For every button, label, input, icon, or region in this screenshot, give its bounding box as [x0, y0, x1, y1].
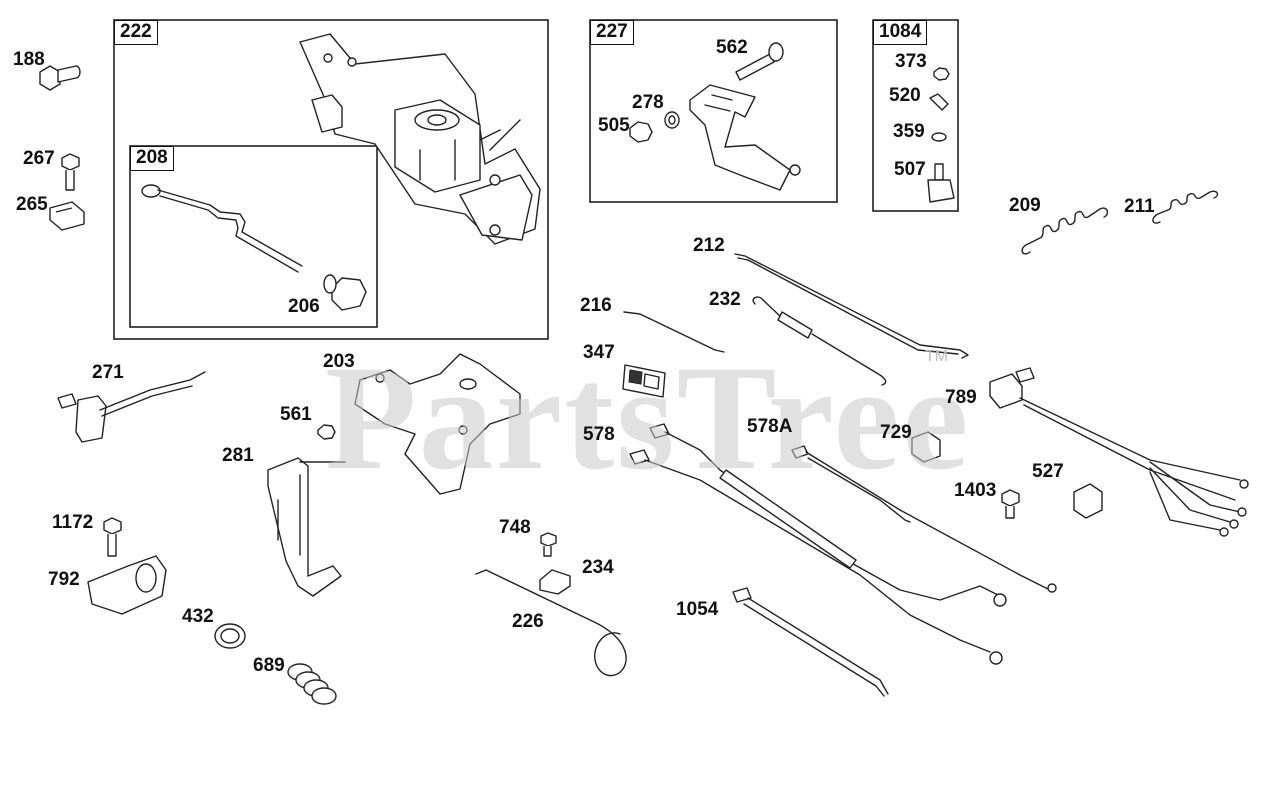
callout-729[interactable]: 729: [880, 422, 912, 443]
callout-188[interactable]: 188: [13, 49, 45, 70]
part-216-rod: [623, 311, 725, 353]
callout-203[interactable]: 203: [323, 351, 355, 372]
part-265-clip: [49, 201, 85, 231]
part-209-spring: [1021, 207, 1109, 255]
part-748-bolt: [540, 532, 557, 557]
callout-1172[interactable]: 1172: [52, 512, 94, 533]
part-226-rod: [475, 569, 627, 677]
part-562-pin: [735, 42, 784, 81]
callout-267[interactable]: 267: [23, 148, 55, 169]
callout-265[interactable]: 265: [16, 194, 48, 215]
part-432-ring: [214, 623, 246, 649]
callout-347[interactable]: 347: [583, 342, 615, 363]
part-188-bolt: [39, 65, 81, 91]
part-1403-bolt: [1001, 489, 1020, 519]
callout-689[interactable]: 689: [253, 655, 285, 676]
callout-281[interactable]: 281: [222, 445, 254, 466]
group-label-227[interactable]: 227: [590, 20, 634, 45]
part-1054-tie: [732, 587, 889, 697]
callout-271[interactable]: 271: [92, 362, 124, 383]
part-689-spring: [287, 663, 337, 705]
callout-373[interactable]: 373: [895, 51, 927, 72]
group-label-222[interactable]: 222: [114, 20, 158, 45]
part-1172-bolt: [103, 517, 122, 557]
part-278-washer-hole: [668, 115, 676, 125]
callout-1054[interactable]: 1054: [676, 599, 719, 620]
part-212-rod: [734, 253, 969, 359]
callout-359[interactable]: 359: [893, 121, 925, 142]
callout-226[interactable]: 226: [512, 611, 544, 632]
callout-562[interactable]: 562: [716, 37, 748, 58]
callout-234[interactable]: 234: [582, 557, 614, 578]
callout-206[interactable]: 206: [288, 296, 320, 317]
part-227-lever: [689, 84, 801, 191]
callout-505[interactable]: 505: [598, 115, 630, 136]
part-359-washer: [931, 132, 947, 142]
callout-211[interactable]: 211: [1124, 196, 1155, 217]
group-box-208: [129, 145, 378, 328]
callout-520[interactable]: 520: [889, 85, 921, 106]
callout-527[interactable]: 527: [1032, 461, 1064, 482]
callout-789[interactable]: 789: [945, 387, 977, 408]
part-211-spring: [1152, 190, 1219, 224]
part-505-nut: [629, 121, 653, 143]
callout-278[interactable]: 278: [632, 92, 664, 113]
part-578-harness: [629, 423, 1007, 665]
part-232-spring: [752, 296, 887, 386]
part-789-harness: [989, 367, 1249, 537]
part-792-bracket: [87, 555, 167, 615]
part-373-nut: [933, 67, 950, 81]
group-label-1084[interactable]: 1084: [873, 20, 928, 45]
callout-212[interactable]: 212: [693, 235, 725, 256]
part-206-knob: [323, 274, 367, 311]
part-527-clip: [1073, 483, 1103, 519]
part-578A-harness: [791, 445, 1057, 593]
callout-1403[interactable]: 1403: [954, 480, 997, 501]
callout-561[interactable]: 561: [280, 404, 312, 425]
part-208-rod: [141, 184, 303, 273]
part-222-bracket: [299, 33, 541, 245]
callout-578A[interactable]: 578A: [747, 416, 793, 437]
part-729-clip: [911, 431, 941, 463]
group-box-222: [113, 19, 549, 340]
callout-748[interactable]: 748: [499, 517, 531, 538]
callout-507[interactable]: 507: [894, 159, 926, 180]
group-label-208[interactable]: 208: [130, 146, 174, 171]
callout-578[interactable]: 578: [583, 424, 615, 445]
part-234-clip: [539, 569, 571, 595]
watermark-text: PartsTree: [325, 335, 971, 501]
watermark-trademark: TM: [925, 348, 949, 365]
part-520-clip: [929, 93, 949, 111]
part-507-switch: [927, 163, 955, 203]
callout-432[interactable]: 432: [182, 606, 214, 627]
part-267-bolt: [61, 153, 80, 191]
part-561-nut: [317, 424, 336, 440]
part-203-bracket: [354, 353, 521, 495]
callout-216[interactable]: 216: [580, 295, 612, 316]
group-box-227: [589, 19, 838, 203]
part-347-switch: [622, 364, 666, 398]
callout-232[interactable]: 232: [709, 289, 741, 310]
callout-792[interactable]: 792: [48, 569, 80, 590]
part-281-bracket: [267, 457, 346, 597]
part-271-cable: [57, 371, 206, 443]
callout-209[interactable]: 209: [1009, 195, 1041, 216]
